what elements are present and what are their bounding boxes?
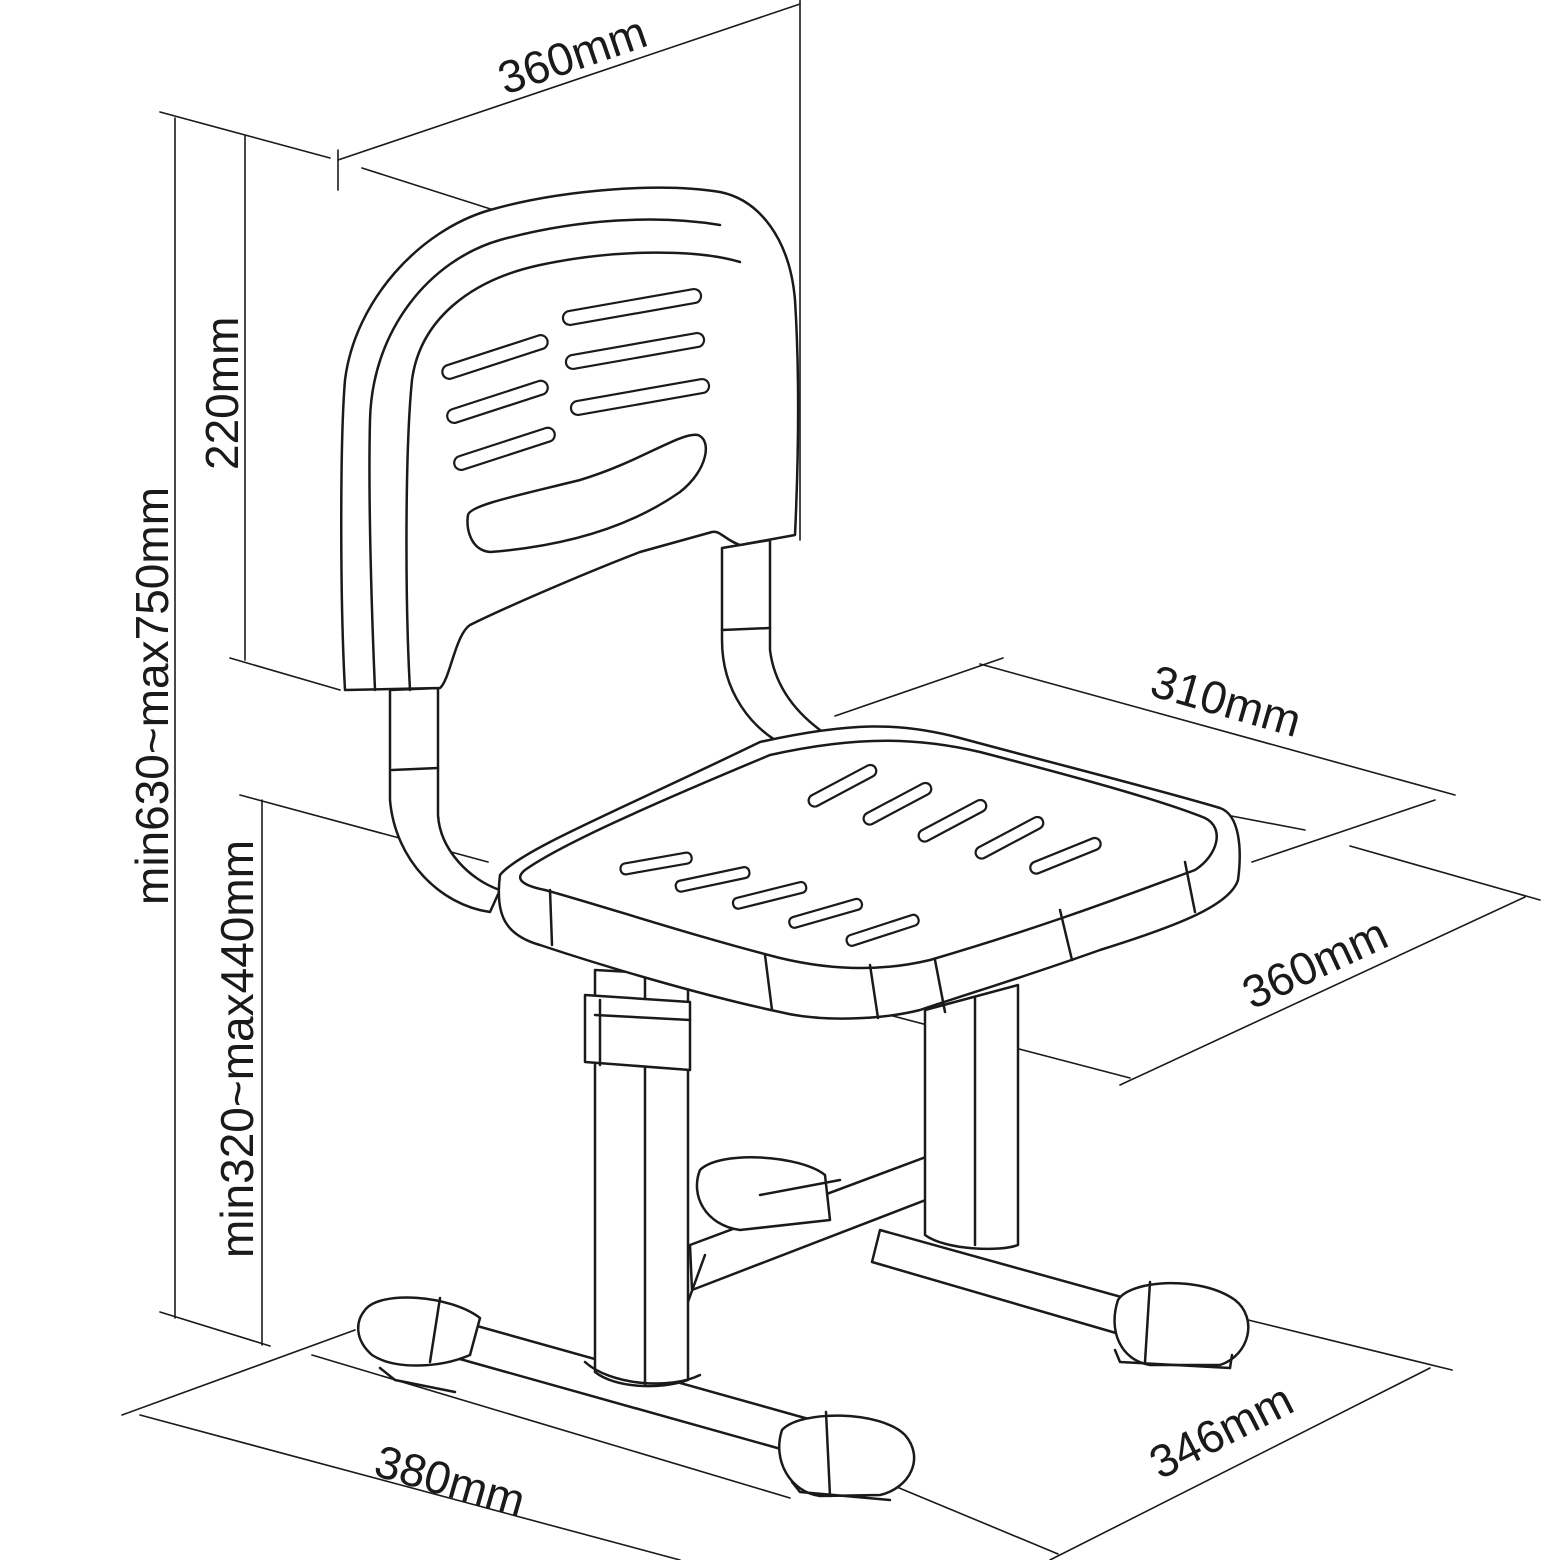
backrest-height-label: 220mm (196, 317, 248, 470)
backrest (340, 186, 800, 692)
seat-depth-label: 310mm (1145, 655, 1307, 747)
seat-width-label: 360mm (1234, 907, 1395, 1019)
base-depth-label: 346mm (1141, 1373, 1301, 1489)
seat (497, 725, 1241, 1020)
total-height-label: min630~max750mm (126, 487, 178, 905)
base-width-label: 380mm (369, 1435, 531, 1527)
chair-base (357, 968, 1250, 1502)
seat-height-label: min320~max440mm (211, 840, 263, 1258)
backrest-width-label: 360mm (491, 5, 653, 104)
